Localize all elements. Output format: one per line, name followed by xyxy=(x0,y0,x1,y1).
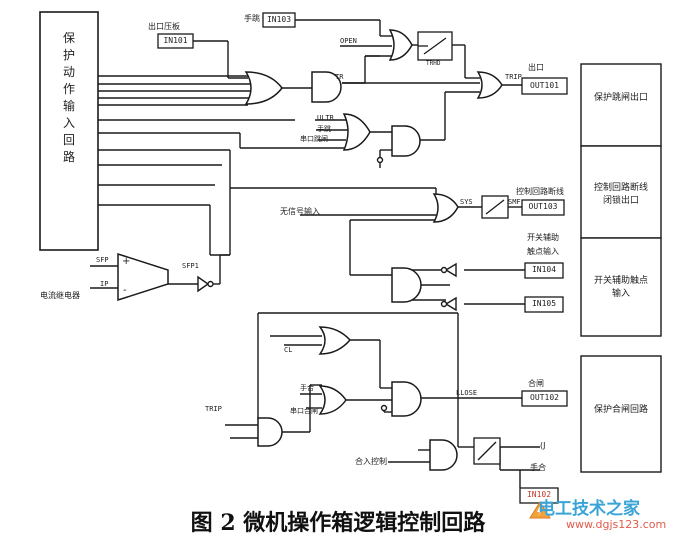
or-gate-inputs xyxy=(244,71,283,105)
wires xyxy=(90,19,540,488)
box-out101-label: OUT101 xyxy=(530,81,559,90)
right-block-1-label: 保护跳闸出口 xyxy=(593,93,648,103)
and-gate-trip-low xyxy=(257,417,283,447)
right-block-circuit-break xyxy=(580,145,662,239)
not-gate-sfp xyxy=(197,275,210,293)
watermark-url: www.dgjs123.com xyxy=(566,518,667,531)
right-block-trip xyxy=(580,63,662,147)
or-gate-sys xyxy=(432,193,459,223)
right-block-4: 保护合闸回路 xyxy=(590,404,652,417)
box-in105 xyxy=(524,296,564,313)
box-in104-label: IN104 xyxy=(531,265,557,274)
label-trip-left: TRIP xyxy=(205,405,222,413)
and-gate-close xyxy=(391,381,422,417)
label-ultr: ULTR xyxy=(317,114,334,122)
left-block-label: 保护动作输入回路 xyxy=(62,31,75,164)
and-gate-aux xyxy=(391,267,422,303)
io-boxes xyxy=(157,12,568,504)
and-gates xyxy=(257,71,458,471)
and-gate-close-ctrl xyxy=(429,439,458,471)
and-gate-tr xyxy=(311,71,342,103)
label-man-close: 手合 xyxy=(300,384,314,392)
right-block-3: 开关辅助触点输入 xyxy=(590,275,652,301)
timers xyxy=(417,31,509,465)
right-block-1: 保护跳闸出口 xyxy=(590,92,652,105)
box-in103 xyxy=(262,12,296,28)
box-in105-label: IN105 xyxy=(531,299,557,308)
box-out102 xyxy=(521,390,568,407)
box-out103-label: OUT103 xyxy=(528,202,558,211)
label-sys: SYS xyxy=(460,198,473,206)
label-trhd: TRHD xyxy=(426,60,441,67)
box-in103-label: IN103 xyxy=(266,15,292,24)
figure-caption: 图 2 微机操作箱逻辑控制回路 xyxy=(190,510,486,536)
label-smf: SMF xyxy=(508,198,521,206)
label-sw-aux-2: 触点输入 xyxy=(527,247,559,256)
right-block-2-label: 控制回路断线闭锁出口 xyxy=(593,183,648,206)
label-open: OPEN xyxy=(340,37,357,45)
label-manual-trip: 手跳 xyxy=(244,14,260,23)
box-out101 xyxy=(521,77,568,95)
label-ju: (J xyxy=(540,441,546,450)
box-out103 xyxy=(521,199,565,216)
box-in102-label: IN102 xyxy=(526,490,552,499)
label-tr: TR xyxy=(335,73,344,81)
label-exit-hint: 出口 xyxy=(528,63,544,72)
and-gate-trip-2 xyxy=(391,125,421,157)
not-gates xyxy=(197,156,457,412)
box-in104 xyxy=(524,262,564,279)
box-in101-label: IN101 xyxy=(163,36,188,45)
box-in101 xyxy=(157,33,194,49)
or-gate-cl xyxy=(318,326,352,355)
label-trip: TRIP xyxy=(505,73,522,81)
or-gate-open xyxy=(388,29,413,61)
label-sw-aux-1: 开关辅助 xyxy=(527,233,559,242)
label-cl: CL xyxy=(284,346,293,354)
right-block-closing xyxy=(580,355,662,473)
label-llose: LLOSE xyxy=(456,389,478,397)
right-block-3-label: 开关辅助触点输入 xyxy=(593,276,648,299)
right-block-aux-contact xyxy=(580,237,662,337)
or-gate-close xyxy=(318,385,347,415)
label-plus: + xyxy=(122,256,131,267)
protection-input-block xyxy=(39,11,99,251)
label-sfp-top: SFP xyxy=(96,256,109,264)
label-closing-ctrl: 合入控制 xyxy=(355,457,387,466)
label-minus: - xyxy=(123,285,127,296)
label-ctrl-break: 控制回路断线 xyxy=(516,187,564,196)
not-gate-in105 xyxy=(444,296,457,312)
or-gates xyxy=(244,29,503,415)
right-block-2: 控制回路断线闭锁出口 xyxy=(590,182,652,208)
or-gate-trip xyxy=(476,71,503,99)
label-close-hint: 合闸 xyxy=(528,379,544,388)
or-gate-trip-sources xyxy=(342,113,371,151)
label-sfp1: SFP1 xyxy=(182,262,199,270)
right-block-4-label: 保护合闸回路 xyxy=(593,405,648,415)
current-comparator xyxy=(117,252,169,302)
label-hand-close-right: 手合 xyxy=(530,463,546,472)
watermark-text: 电工技术之家 xyxy=(538,499,640,519)
watermark-logo-icon xyxy=(529,501,551,519)
left-block-title: 保护动作输入回路 xyxy=(58,30,80,166)
label-serial-trip: 串口跳闸 xyxy=(300,135,328,143)
label-current-relay: 电流继电器 xyxy=(40,291,80,300)
label-ip: IP xyxy=(100,280,109,288)
label-hand-trip: 手跳 xyxy=(317,125,331,133)
not-gate-in104 xyxy=(444,262,457,278)
label-no-signal: 无信号输入 xyxy=(280,207,320,216)
label-exit-tripping: 出口压板 xyxy=(148,22,180,31)
box-out102-label: OUT102 xyxy=(530,393,559,402)
label-serial-close: 串口合闸 xyxy=(290,407,318,415)
